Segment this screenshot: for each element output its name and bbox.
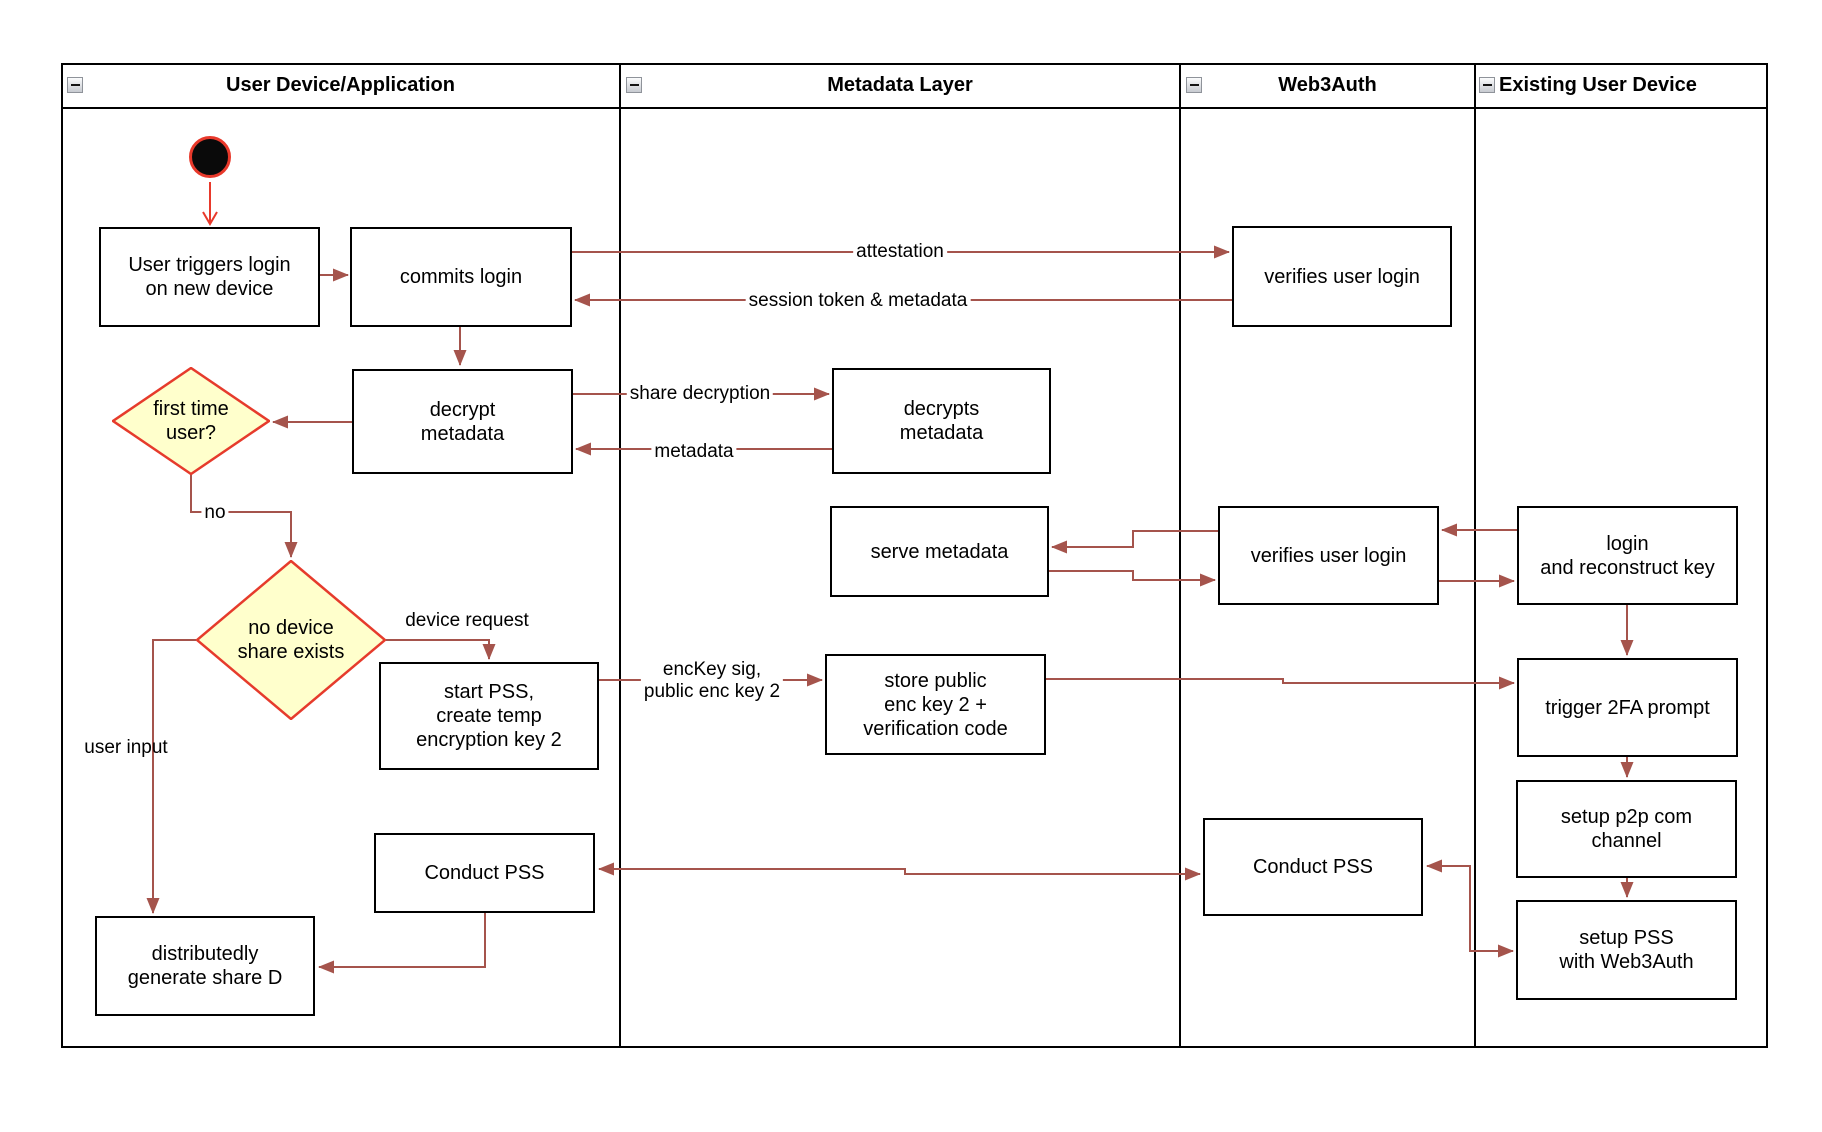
connector: [598, 862, 1201, 881]
edge-label-metadata: metadata: [651, 441, 737, 463]
collapse-minus-icon[interactable]: [626, 77, 642, 93]
lane-divider: [619, 63, 621, 1048]
node-login-reconstruct[interactable]: login and reconstruct key: [1517, 506, 1738, 605]
edge-label-share-decryption: share decryption: [626, 383, 774, 405]
lane-header-user-device[interactable]: User Device/Application: [61, 63, 620, 107]
lane-header-existing-user-device[interactable]: Existing User Device: [1475, 63, 1768, 107]
decision-first-time-user[interactable]: first time user?: [112, 367, 270, 475]
connector: [1051, 530, 1218, 554]
node-conduct-pss-web3[interactable]: Conduct PSS: [1203, 818, 1423, 916]
node-decrypts-metadata[interactable]: decrypts metadata: [832, 368, 1051, 474]
connector: [1049, 570, 1216, 587]
connector: [318, 913, 486, 974]
node-verifies-login-mid[interactable]: verifies user login: [1218, 506, 1439, 605]
start-node[interactable]: [189, 136, 231, 178]
lane-header-separator: [61, 107, 1768, 109]
collapse-minus-icon[interactable]: [67, 77, 83, 93]
edge-label-device-request: device request: [405, 610, 529, 632]
connector: [146, 639, 196, 914]
lane-title: Metadata Layer: [827, 73, 973, 96]
decision-label: first time user?: [153, 398, 229, 444]
decision-no-device-share[interactable]: no device share exists: [196, 560, 386, 720]
node-decrypt-metadata[interactable]: decrypt metadata: [352, 369, 573, 474]
edge-label-attestation: attestation: [853, 241, 947, 263]
edge-label-no: no: [201, 502, 229, 524]
node-start-pss[interactable]: start PSS, create temp encryption key 2: [379, 662, 599, 770]
decision-label: no device share exists: [237, 617, 345, 663]
node-serve-metadata[interactable]: serve metadata: [830, 506, 1049, 597]
edge-label-enckey: encKey sig, public enc key 2: [640, 659, 784, 703]
node-user-triggers[interactable]: User triggers login on new device: [99, 227, 320, 327]
node-trigger-2fa[interactable]: trigger 2FA prompt: [1517, 658, 1738, 757]
lane-divider: [1474, 63, 1476, 1048]
lane-header-web3auth[interactable]: Web3Auth: [1180, 63, 1475, 107]
node-distributed-share[interactable]: distributedly generate share D: [95, 916, 315, 1016]
connector: [1426, 859, 1514, 958]
node-setup-p2p[interactable]: setup p2p com channel: [1516, 780, 1737, 878]
node-commits-login[interactable]: commits login: [350, 227, 572, 327]
collapse-minus-icon[interactable]: [1479, 77, 1495, 93]
node-store-public[interactable]: store public enc key 2 + verification co…: [825, 654, 1046, 755]
lane-divider: [1179, 63, 1181, 1048]
connector: [386, 639, 496, 660]
connector: [190, 475, 298, 558]
edge-label-user-input: user input: [84, 737, 168, 759]
diagram-frame: [61, 63, 1768, 1048]
connector: [1046, 676, 1515, 690]
lane-header-metadata-layer[interactable]: Metadata Layer: [620, 63, 1180, 107]
node-verifies-login-top[interactable]: verifies user login: [1232, 226, 1452, 327]
node-conduct-pss-user[interactable]: Conduct PSS: [374, 833, 595, 913]
collapse-minus-icon[interactable]: [1186, 77, 1202, 93]
lane-title: User Device/Application: [226, 73, 455, 96]
lane-title: Web3Auth: [1278, 73, 1377, 96]
lane-title: Existing User Device: [1499, 73, 1697, 96]
node-setup-pss-web3auth[interactable]: setup PSS with Web3Auth: [1516, 900, 1737, 1000]
edge-label-session-token: session token & metadata: [745, 290, 971, 312]
